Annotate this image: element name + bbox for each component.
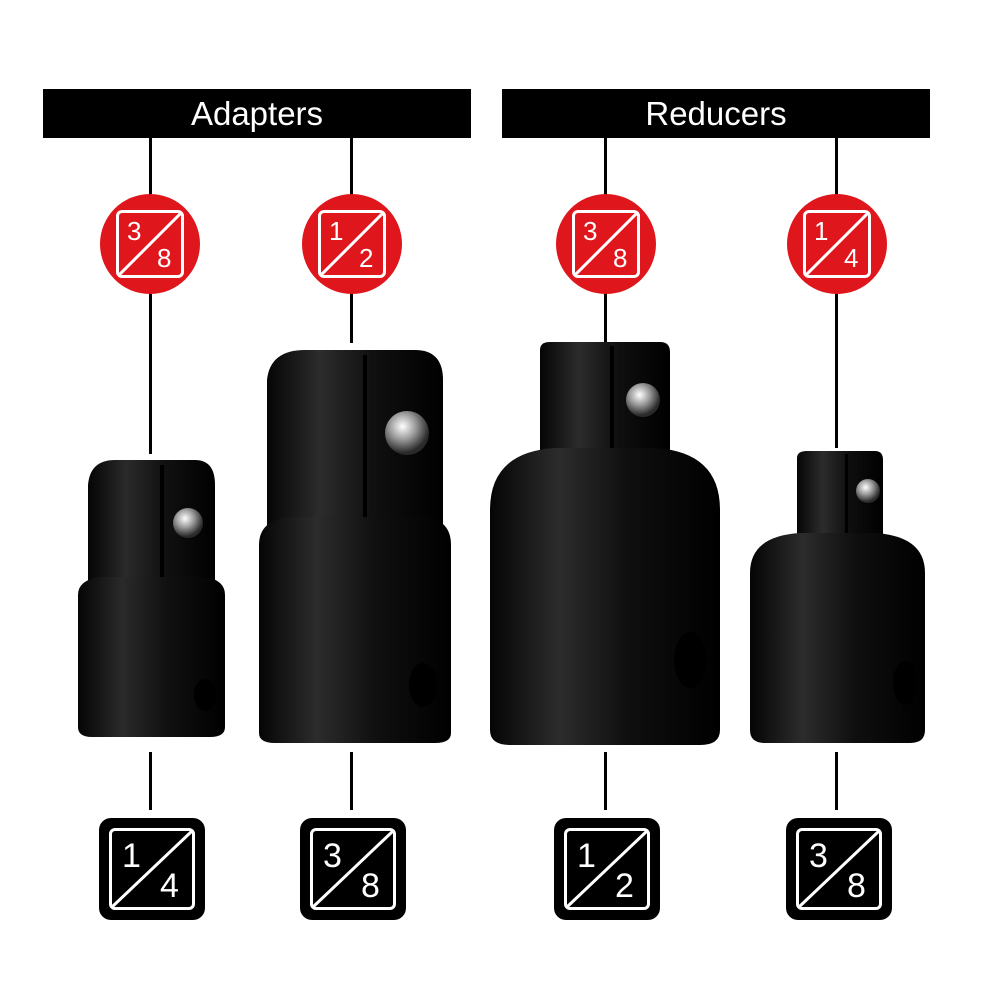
drive-size-badge: 1 2	[302, 194, 402, 294]
fraction-denominator: 8	[361, 867, 380, 905]
connector-line	[350, 752, 353, 810]
adapter-small-image	[78, 460, 225, 737]
fraction-denominator: 4	[160, 867, 179, 905]
drive-size-badge: 1 4	[787, 194, 887, 294]
fraction-denominator: 8	[613, 243, 628, 273]
fraction-denominator: 8	[847, 867, 866, 905]
reducers-header: Reducers	[502, 89, 930, 138]
fraction-denominator: 4	[844, 243, 859, 273]
reducer-large-image	[490, 342, 720, 745]
output-size-badge: 3 8	[300, 818, 406, 920]
output-size-badge: 1 2	[554, 818, 660, 920]
fraction-numerator: 3	[583, 216, 598, 246]
drive-size-badge: 3 8	[556, 194, 656, 294]
connector-line	[149, 138, 152, 454]
fraction-numerator: 3	[323, 837, 342, 875]
output-size-badge: 3 8	[786, 818, 892, 920]
fraction-denominator: 8	[157, 243, 172, 273]
fraction-numerator: 1	[577, 837, 596, 875]
reducers-header-label: Reducers	[645, 94, 787, 132]
fraction-numerator: 1	[814, 216, 829, 246]
drive-size-badge: 3 8	[100, 194, 200, 294]
connector-line	[149, 752, 152, 810]
fraction-denominator: 2	[615, 867, 634, 905]
fraction-denominator: 2	[359, 243, 374, 273]
adapters-header-label: Adapters	[190, 94, 324, 132]
adapters-header: Adapters	[43, 89, 471, 138]
reducer-small-image	[750, 451, 925, 743]
fraction-numerator: 1	[122, 837, 141, 875]
adapter-large-image	[259, 350, 451, 743]
connector-line	[835, 752, 838, 810]
fraction-numerator: 3	[127, 216, 142, 246]
output-size-badge: 1 4	[99, 818, 205, 920]
connector-line	[604, 752, 607, 810]
fraction-numerator: 3	[809, 837, 828, 875]
fraction-numerator: 1	[329, 216, 344, 246]
